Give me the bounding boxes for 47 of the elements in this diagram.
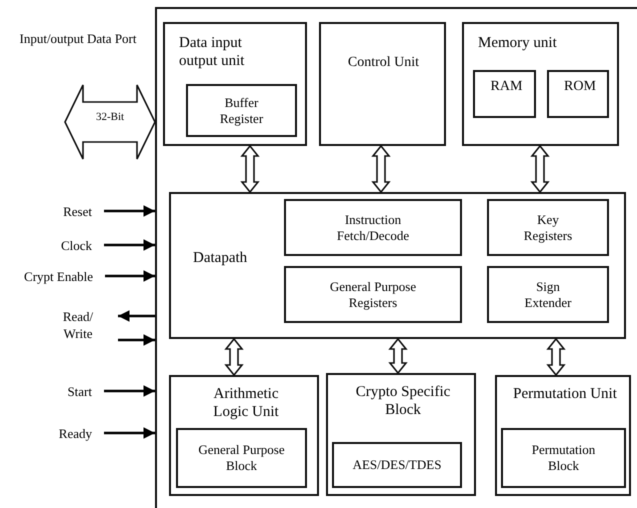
- memory-box: [319, 22, 446, 146]
- unit-box: [169, 375, 319, 496]
- signal-arrow: [104, 239, 155, 251]
- unit-title: Permutation Unit: [512, 385, 618, 403]
- signal-label: Start: [40, 383, 92, 401]
- unit-title: Memory unit: [478, 34, 558, 52]
- signal-label: Clock: [40, 237, 92, 255]
- unit-box: [326, 373, 476, 496]
- register-box: General Purpose Registers: [284, 266, 462, 323]
- unit-title: RAM: [490, 78, 524, 96]
- chip-boundary-box: [155, 7, 637, 508]
- unit-title: Crypto Specific Block: [354, 383, 452, 419]
- signal-label: Read/ Write: [50, 308, 106, 344]
- unit-title: ROM: [563, 78, 597, 96]
- signal-arrow: [105, 270, 155, 282]
- signal-label: Reset: [40, 203, 92, 221]
- register-box: Buffer Register: [186, 84, 297, 137]
- bus-double-arrow: [371, 144, 391, 194]
- register-box: Permutation Block: [501, 428, 626, 488]
- signal-arrow: [118, 310, 155, 322]
- unit-box: [462, 22, 619, 146]
- unit-box: [495, 375, 631, 496]
- bus-double-arrow: [224, 338, 244, 376]
- signal-arrow: [104, 205, 155, 217]
- bus-double-arrow: [388, 338, 408, 374]
- memory-box: [473, 70, 536, 118]
- memory-box: [547, 70, 609, 118]
- port-label: Input/output Data Port: [18, 30, 138, 47]
- signal-label: Crypt Enable: [0, 268, 93, 286]
- register-box: General Purpose Block: [176, 428, 307, 488]
- unit-title: Data input output unit: [179, 34, 246, 70]
- bus-double-arrow: [240, 144, 260, 194]
- bus-double-arrow: [530, 144, 550, 194]
- unit-title: Datapath: [193, 249, 248, 267]
- register-box: Instruction Fetch/Decode: [284, 199, 462, 256]
- unit-box: [169, 192, 626, 339]
- register-box: Key Registers: [487, 199, 609, 256]
- signal-arrow: [104, 427, 155, 439]
- signal-arrow: [118, 334, 155, 346]
- signal-label: Ready: [40, 425, 92, 443]
- unit-title: Control Unit: [346, 54, 420, 72]
- bus-double-arrow: [546, 338, 566, 376]
- signal-arrow: [104, 385, 155, 397]
- unit-box: [163, 22, 307, 146]
- register-box: AES/DES/TDES: [332, 442, 462, 488]
- register-box: Sign Extender: [487, 266, 609, 323]
- unit-title: Arithmetic Logic Unit: [212, 385, 280, 421]
